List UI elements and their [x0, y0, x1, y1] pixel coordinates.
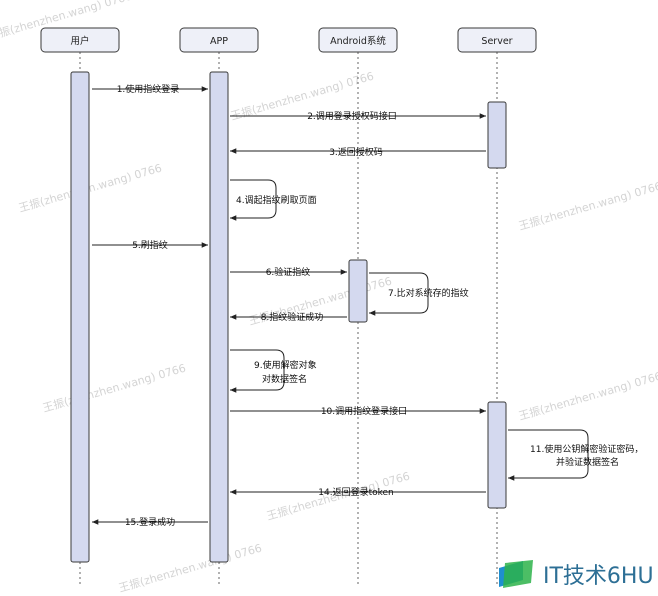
message-label: 14.返回登录token [318, 486, 393, 498]
message-label: 10.调用指纹登录接口 [321, 405, 407, 417]
watermark-text: 王振(zhenzhen.wang) 0766 [117, 541, 263, 595]
arrow-m7 [369, 272, 429, 316]
message-label: 2.调用登录授权码接口 [307, 110, 397, 122]
brand-text: IT技术6HU [543, 564, 654, 589]
message-label: 8.指纹验证成功 [261, 311, 324, 323]
participant-label: APP [210, 36, 228, 47]
activation-server-2 [487, 401, 507, 509]
activation-app [209, 71, 229, 563]
message-label: 9.使用解密对象 [254, 359, 317, 371]
message-label: 11.使用公钥解密验证密码， [530, 443, 643, 455]
participant-header-android: Android系统 [318, 27, 398, 53]
watermark-text: 王振(zhenzhen.wang) 0766 [17, 161, 163, 215]
message-label: 7.比对系统存的指纹 [388, 287, 469, 299]
arrow-m9 [230, 349, 285, 393]
participant-header-user: 用户 [40, 27, 120, 53]
activation-android [348, 259, 368, 323]
activations [70, 71, 507, 563]
message-label: 并验证数据签名 [556, 456, 619, 468]
participant-label: Android系统 [330, 35, 386, 47]
message-label: 15.登录成功 [125, 516, 175, 528]
watermark-text: 王振(zhenzhen.wang) 0766 [517, 369, 658, 423]
message-label: 6.验证指纹 [266, 266, 311, 278]
watermark-text: 王振(zhenzhen.wang) 0766 [517, 179, 658, 233]
participant-header-server: Server [457, 27, 537, 53]
participant-header-app: APP [179, 27, 259, 53]
message-labels: 1.使用指纹登录 2.调用登录授权码接口 3.返回授权码 4.调起指纹刷取页面 … [117, 83, 644, 528]
brand-logo-icon [499, 560, 533, 588]
arrow-m4 [230, 179, 277, 221]
message-label: 5.刷指纹 [132, 239, 168, 251]
message-label: 3.返回授权码 [329, 146, 383, 158]
message-arrows [92, 86, 589, 525]
message-label: 对数据签名 [262, 373, 307, 385]
activation-user [70, 71, 90, 563]
arrow-m11 [507, 429, 589, 481]
message-label: 1.使用指纹登录 [117, 83, 180, 95]
activation-server-1 [487, 101, 507, 169]
watermark-text: 王振(zhenzhen.wang) 0766 [41, 361, 187, 415]
participant-label: 用户 [70, 35, 89, 47]
message-label: 4.调起指纹刷取页面 [236, 194, 317, 206]
brand-watermark: IT技术6HU [499, 560, 654, 589]
participant-label: Server [481, 36, 512, 47]
